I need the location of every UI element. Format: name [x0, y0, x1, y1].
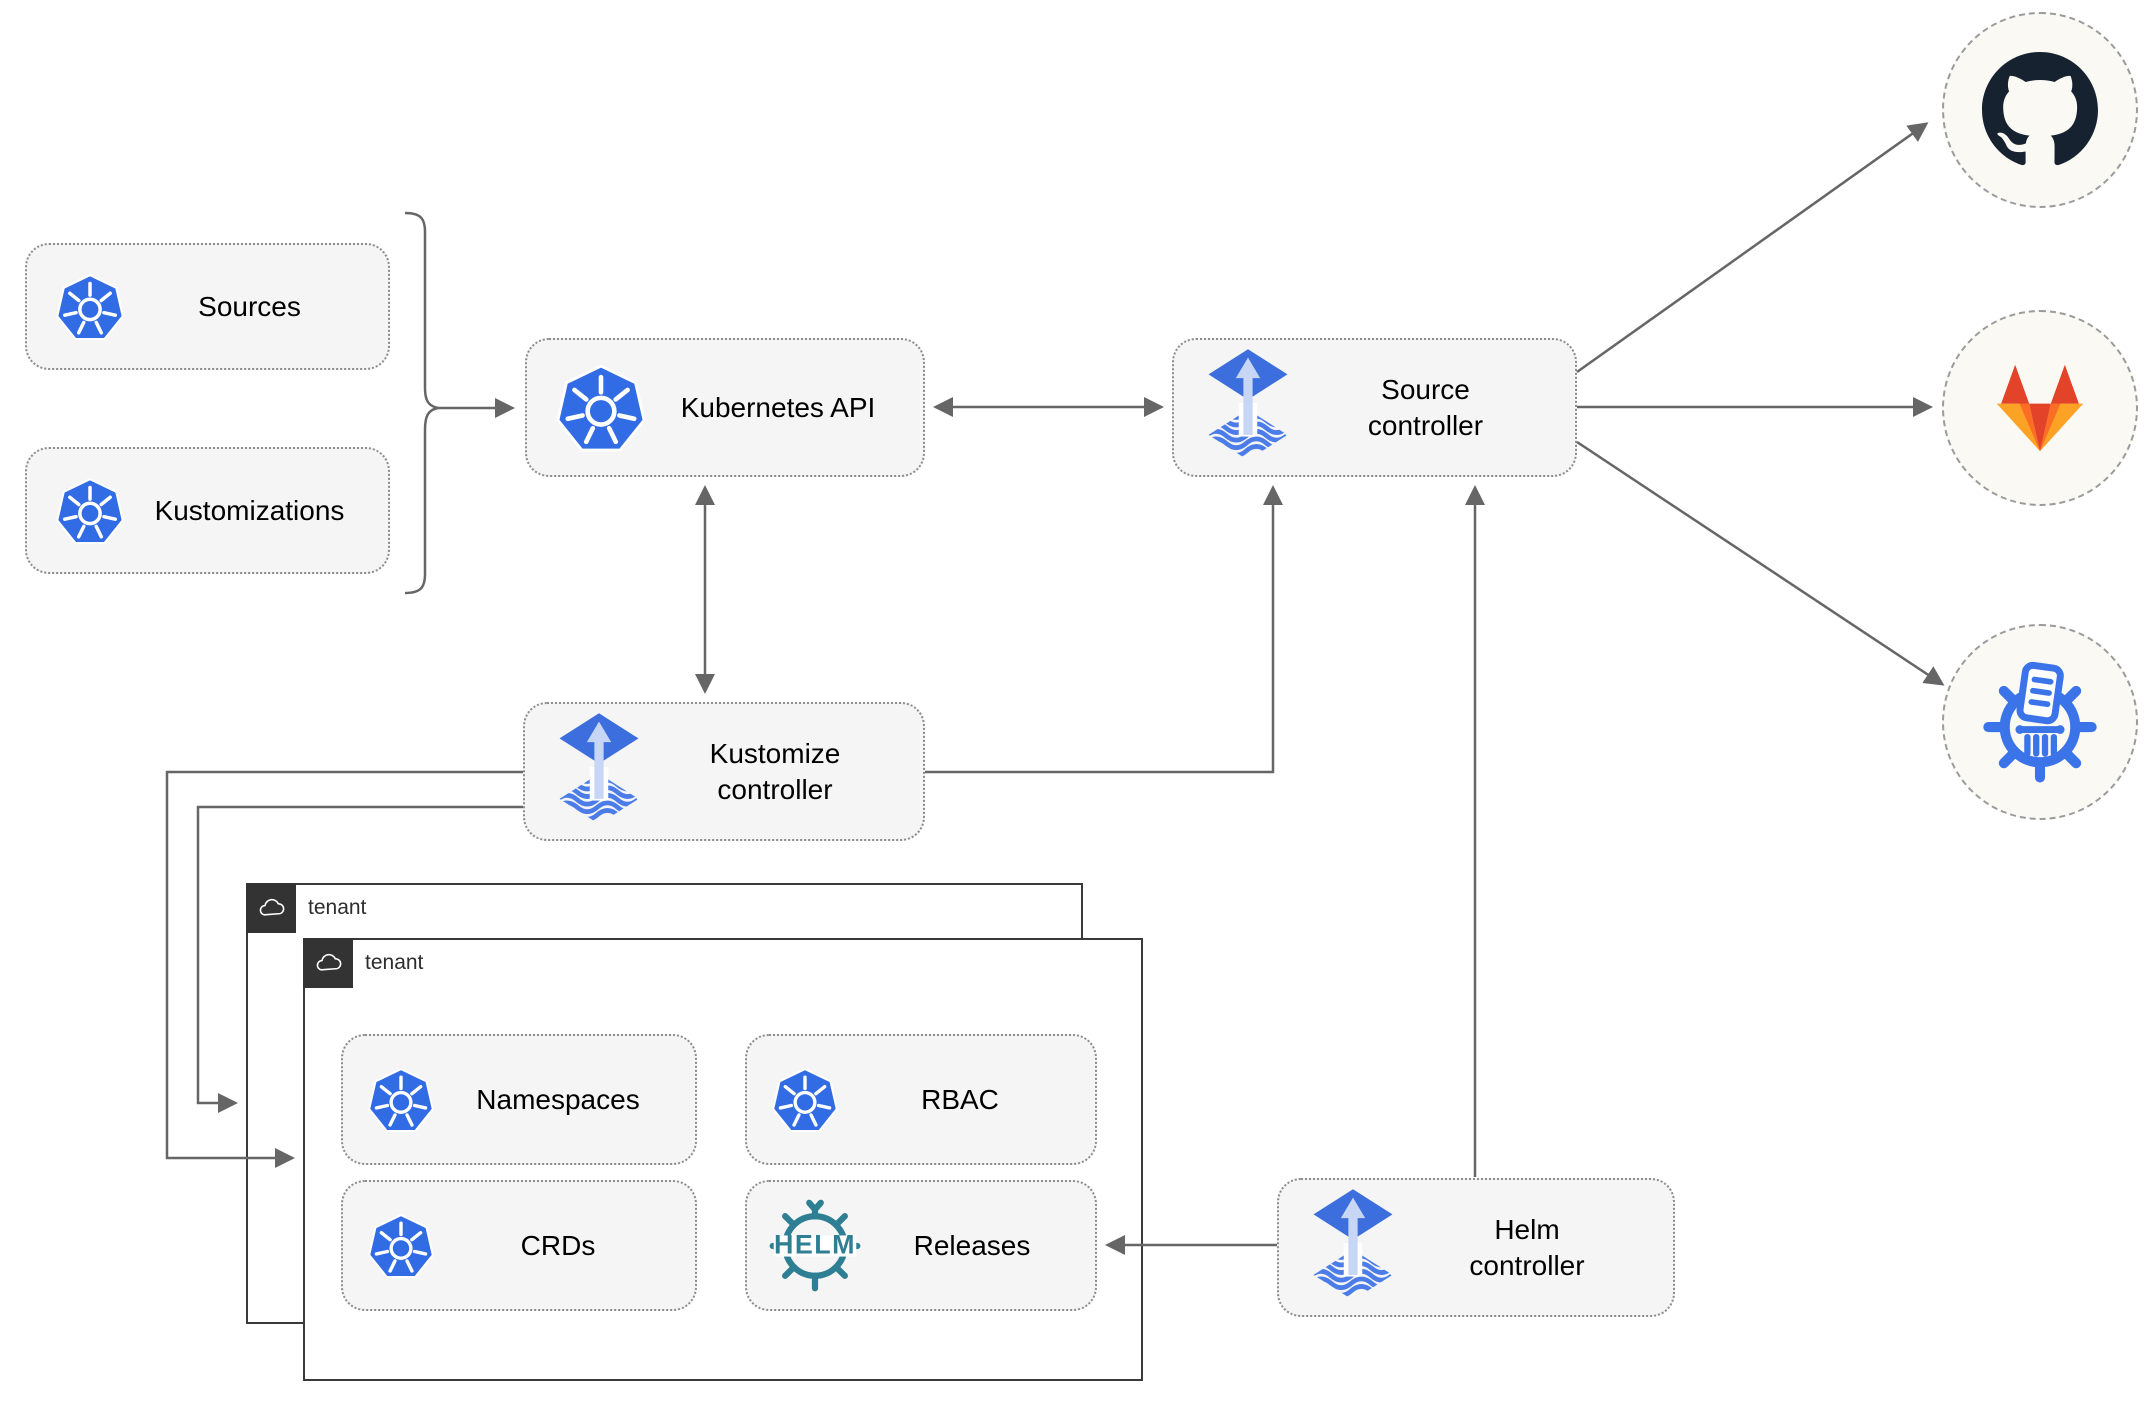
chartmuseum-icon — [1977, 659, 2103, 785]
tenant-header — [245, 882, 296, 933]
arrow-kustomize-to-source — [925, 485, 1283, 774]
node-kubernetes-api-label: Kubernetes API — [680, 391, 876, 423]
external-github — [1942, 12, 2138, 208]
kubernetes-icon — [55, 475, 125, 547]
helm-logo-text: HELM — [774, 1229, 856, 1259]
node-kustomizations-label: Kustomizations — [154, 494, 345, 526]
node-helm-controller: Helm controller — [1277, 1178, 1675, 1317]
node-releases: HELM Releases — [745, 1180, 1097, 1311]
node-crds-label: CRDs — [520, 1229, 596, 1261]
node-kustomizations: Kustomizations — [25, 447, 390, 574]
kubernetes-icon — [555, 361, 647, 455]
node-kustomize-controller-label: Kustomize controller — [709, 737, 841, 805]
node-rbac: RBAC — [745, 1034, 1097, 1165]
node-releases-label: Releases — [913, 1229, 1031, 1261]
kubernetes-icon — [771, 1065, 839, 1135]
kubernetes-icon — [55, 271, 125, 343]
node-kubernetes-api: Kubernetes API — [525, 338, 925, 477]
external-chartmuseum — [1942, 624, 2138, 820]
kubernetes-icon — [367, 1065, 435, 1135]
kubernetes-icon — [367, 1211, 435, 1281]
tenant-header — [302, 937, 353, 988]
arrow-source-to-github — [1576, 122, 1929, 374]
cloud-icon — [312, 951, 344, 974]
node-sources: Sources — [25, 243, 390, 370]
cloud-icon — [255, 896, 287, 919]
node-helm-controller-label: Helm controller — [1469, 1213, 1585, 1281]
node-namespaces: Namespaces — [341, 1034, 697, 1165]
node-rbac-label: RBAC — [921, 1083, 999, 1115]
tenant-label: tenant — [308, 895, 367, 919]
node-source-controller-label: Source controller — [1367, 373, 1484, 441]
node-source-controller: Source controller — [1172, 338, 1577, 477]
arrow-source-to-chartmuseum — [1576, 440, 1945, 686]
helm-icon: HELM — [767, 1198, 863, 1294]
gitlab-icon — [1986, 358, 2094, 458]
external-gitlab — [1942, 310, 2138, 506]
node-namespaces-label: Namespaces — [476, 1083, 640, 1115]
flux-icon — [1206, 349, 1290, 467]
github-icon — [1982, 52, 2098, 168]
node-crds: CRDs — [341, 1180, 697, 1311]
node-sources-label: Sources — [198, 290, 301, 322]
flux-icon — [1311, 1189, 1395, 1307]
brace-sources-kustomizations — [404, 211, 439, 595]
flux-icon — [557, 713, 641, 831]
tenant-label: tenant — [365, 950, 424, 974]
node-kustomize-controller: Kustomize controller — [523, 702, 925, 841]
